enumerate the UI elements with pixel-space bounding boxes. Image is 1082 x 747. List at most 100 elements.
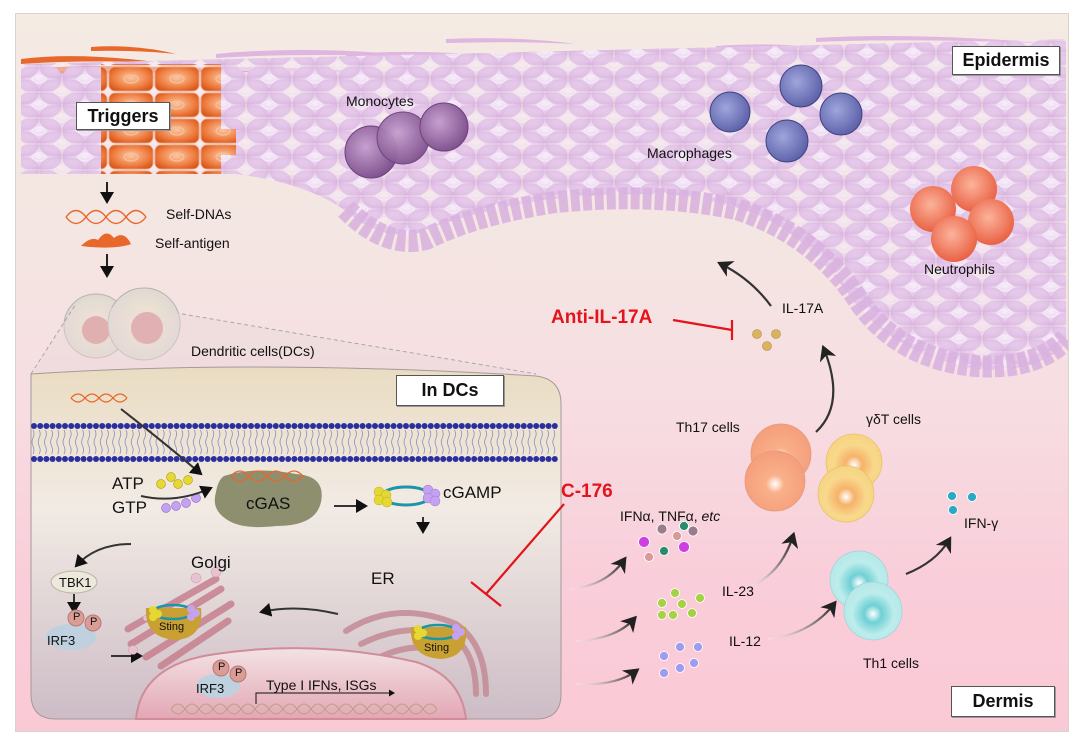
sting-er-label: Sting: [424, 642, 450, 654]
lipid-head: [365, 423, 372, 429]
lipid-head: [260, 456, 267, 462]
lipid-head: [390, 456, 397, 462]
lipid-head: [322, 423, 329, 429]
cgas-dna-icon: [230, 470, 304, 482]
lipid-head: [545, 423, 552, 429]
arrow-er-to-golgi: [259, 602, 339, 617]
lipid-tail: [87, 429, 91, 455]
lipid-tail: [68, 429, 72, 455]
lipid-tail: [527, 429, 531, 455]
lipid-head: [291, 423, 298, 429]
arrow-ntp-to-cgas: [140, 485, 213, 500]
arrow-tcells-to-il17a: [815, 344, 837, 433]
lipid-head: [62, 423, 68, 429]
lipid-tail: [199, 429, 202, 455]
phospho-2: [84, 614, 102, 632]
lipid-tail: [99, 429, 103, 455]
lipid-head: [483, 423, 490, 429]
lipid-head: [111, 423, 118, 429]
dendritic-cells: [63, 287, 181, 361]
illustration-canvas: [21, 36, 1068, 720]
lipid-head: [434, 423, 440, 429]
lipid-tail: [143, 429, 146, 455]
gdt-cells-label: γδT cells: [866, 411, 921, 427]
lipid-head: [161, 423, 168, 429]
lipid-tail: [447, 429, 450, 455]
monocytes-cluster: [344, 102, 469, 179]
lipid-head: [43, 456, 50, 462]
lipid-head: [254, 423, 261, 429]
lipid-tail: [391, 429, 394, 455]
lipid-tail: [81, 429, 84, 455]
lipid-head: [310, 423, 316, 429]
lipid-tail: [515, 429, 518, 455]
lipid-head: [372, 423, 378, 429]
lipid-head: [279, 456, 285, 462]
epidermis-label: Epidermis: [952, 46, 1060, 75]
lipid-head: [483, 456, 490, 462]
lipid-head: [210, 423, 217, 429]
lipid-head: [105, 423, 112, 429]
il23-label: IL-23: [722, 583, 754, 599]
lipid-head: [155, 456, 161, 462]
lipid-head: [297, 423, 304, 429]
lipid-head: [477, 423, 484, 429]
nuclear-dna: [170, 703, 438, 715]
lipid-tail: [546, 429, 549, 455]
lipid-head: [68, 423, 75, 429]
lipid-tail: [186, 429, 190, 455]
lipid-head: [403, 456, 409, 462]
lipid-head: [316, 456, 323, 462]
phospho-3: [212, 659, 230, 677]
lipid-head: [241, 423, 248, 429]
lipid-head: [80, 423, 87, 429]
p-label-2: P: [90, 616, 98, 628]
arrow-dna-to-cgas: [120, 408, 203, 476]
anti-il17a-inhibition-line: [672, 318, 734, 340]
lipid-tail: [428, 429, 432, 455]
lipid-head: [533, 456, 540, 462]
lipid-head: [117, 423, 124, 429]
lipid-head: [372, 456, 378, 462]
lipid-head: [74, 423, 81, 429]
lipid-tail: [292, 429, 295, 455]
lipid-head: [260, 423, 267, 429]
sting-er: [410, 623, 467, 659]
lipid-head: [502, 456, 509, 462]
er-label: ER: [371, 569, 395, 588]
lipid-head: [142, 456, 149, 462]
self-antigen-label: Self-antigen: [155, 235, 230, 251]
il17a-label: IL-17A: [782, 300, 824, 316]
lipid-head: [508, 423, 515, 429]
lipid-tail: [223, 429, 227, 455]
lipid-head: [409, 423, 416, 429]
lipid-head: [130, 456, 137, 462]
lipid-head: [341, 456, 347, 462]
lipid-head: [130, 423, 137, 429]
lipid-head: [347, 423, 354, 429]
self-antigen-icon: [81, 233, 131, 248]
lipid-tail: [155, 429, 159, 455]
type1-ifn-isgs-label: Type I IFNs, ISGs: [266, 677, 377, 693]
lipid-head: [173, 423, 180, 429]
lipid-tail: [378, 429, 382, 455]
lipid-head: [49, 423, 56, 429]
lipid-head: [93, 456, 99, 462]
lipid-tail: [273, 429, 277, 455]
lipid-tail: [484, 429, 487, 455]
lipid-head: [55, 456, 62, 462]
lipid-head: [124, 423, 130, 429]
lipid-tail: [205, 429, 208, 455]
arrow-dc-to-il12: [575, 668, 640, 686]
irf3-nuc-label: IRF3: [196, 681, 225, 696]
lipid-head: [136, 456, 143, 462]
lipid-head: [204, 423, 211, 429]
lipid-tail: [509, 429, 512, 455]
lipid-head: [86, 456, 93, 462]
anti-il17a-label: Anti-IL-17A: [551, 307, 653, 328]
arrow-to-tbk1: [74, 543, 132, 568]
lipid-head: [37, 456, 44, 462]
lipid-tail: [230, 429, 233, 455]
lipid-tail: [217, 429, 221, 455]
lipid-head: [272, 423, 279, 429]
